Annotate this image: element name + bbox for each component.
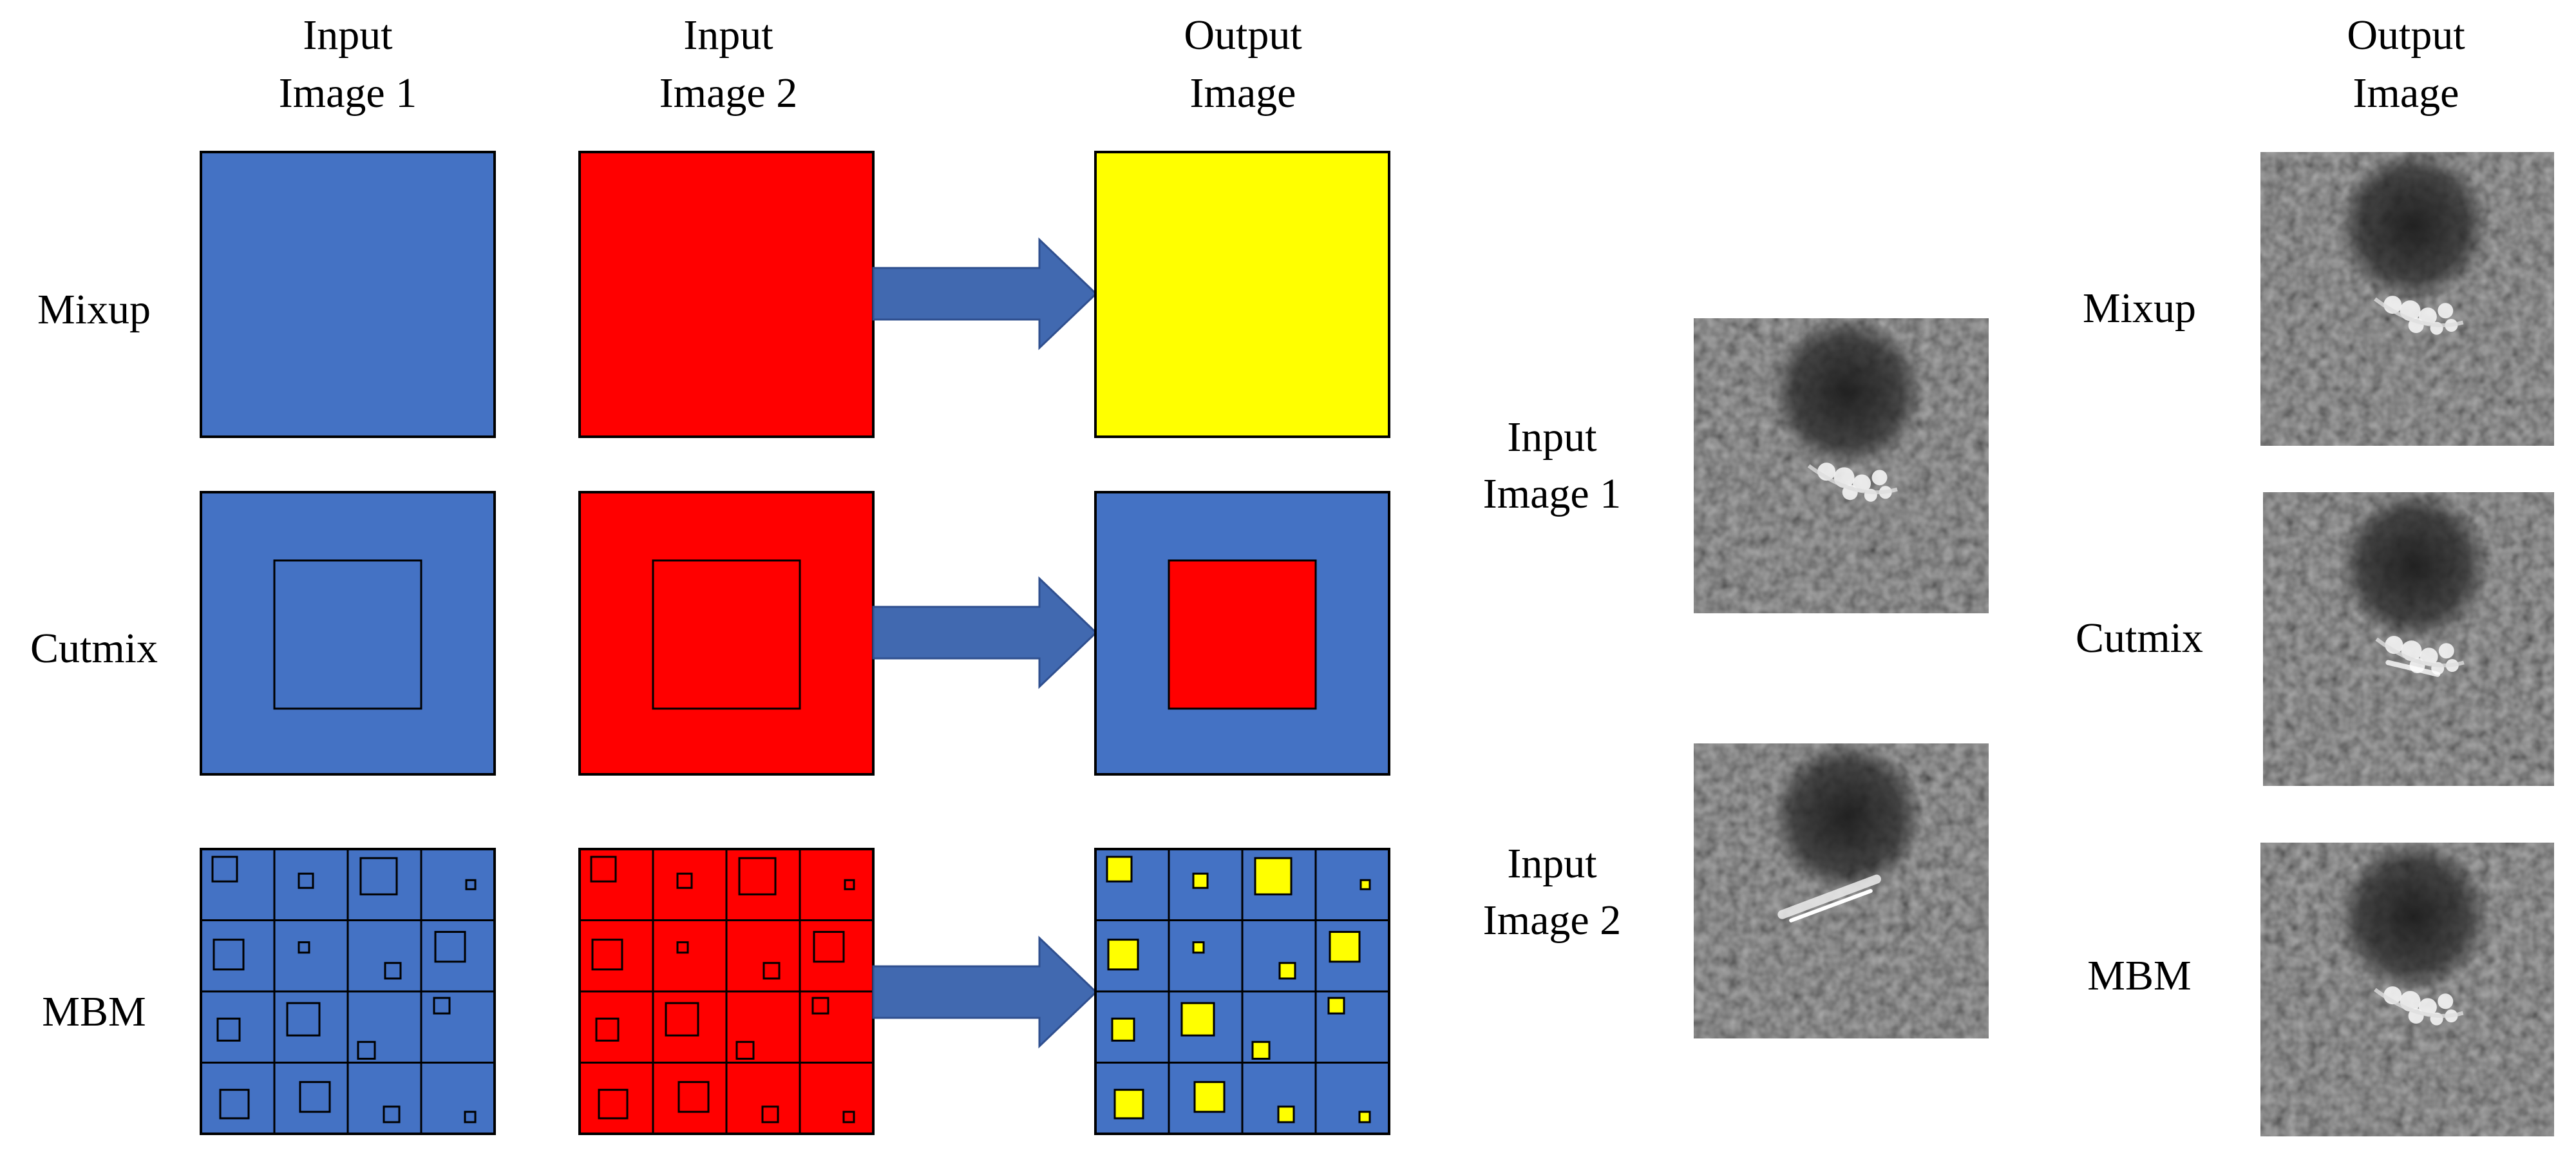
mbm-mask-box [298, 941, 310, 954]
svg-text:Image: Image [2353, 70, 2459, 117]
mbm-mask-box [665, 1002, 699, 1037]
mbm-mask-box [598, 1089, 629, 1120]
right-label-input-image-1: Input Image 1 [1483, 414, 1621, 517]
output-mbm [2260, 843, 2554, 1136]
left-header-output-image: Output Image [1184, 12, 1302, 117]
output-cutmix [2263, 492, 2554, 786]
right-row-label-mbm: MBM [2087, 952, 2191, 999]
cutmix-output-red-patch [1168, 559, 1317, 710]
mbm-mask-box [735, 1040, 755, 1060]
mixup-arrow [872, 237, 1098, 350]
mixup-output-image [1094, 151, 1390, 438]
mbm-mask-box [1113, 1089, 1144, 1120]
mbm-mask-box [299, 1081, 331, 1113]
mbm-mask-box [1193, 1081, 1226, 1113]
mbm-mask-box [1329, 931, 1361, 963]
mbm-mask-box [761, 1105, 779, 1124]
cutmix-arrow [872, 576, 1098, 689]
left-header-input-image-2: Input Image 2 [659, 12, 797, 117]
input-image-2 [1694, 743, 1989, 1038]
mbm-mask-box [211, 856, 238, 883]
row-label-mixup: Mixup [37, 286, 151, 333]
mbm-mask-box [464, 1111, 477, 1124]
svg-text:Image 1: Image 1 [279, 70, 417, 117]
svg-text:Image: Image [1190, 70, 1296, 117]
mbm-mask-box [434, 931, 466, 963]
mbm-mask-box [1180, 1002, 1215, 1037]
mbm-mask-box [813, 931, 845, 963]
mbm-mask-box [595, 1017, 620, 1042]
input-image-1 [1694, 318, 1989, 613]
cutmix-input-image-2 [578, 491, 875, 776]
mbm-mask-box [216, 1017, 241, 1042]
mbm-output-image [1094, 848, 1390, 1135]
mbm-mask-box [1254, 857, 1293, 895]
right-row-label-mixup: Mixup [2083, 285, 2196, 332]
mbm-mask-box [359, 857, 398, 895]
mbm-mask-box [213, 939, 245, 971]
mbm-mask-box [1359, 879, 1371, 890]
mbm-mask-box [811, 997, 829, 1015]
mbm-mask-box [591, 939, 623, 971]
mbm-mask-box [1277, 1105, 1295, 1124]
svg-text:Image 1: Image 1 [1483, 470, 1621, 517]
right-header-output-image: Output Image [2347, 12, 2465, 117]
mbm-input-image-2 [578, 848, 875, 1135]
mbm-mask-box [1192, 941, 1205, 954]
cutmix-input-image-1 [200, 491, 496, 776]
mbm-mask-box [1251, 1040, 1271, 1060]
mbm-mask-box [286, 1002, 321, 1037]
mbm-input-image-1 [200, 848, 496, 1135]
mbm-mask-box [762, 962, 781, 980]
cutmix-input-image-2-region [652, 559, 801, 710]
svg-text:Input: Input [1507, 840, 1596, 887]
mbm-arrow [872, 935, 1098, 1049]
row-label-cutmix: Cutmix [30, 625, 158, 672]
mbm-mask-box [1106, 856, 1133, 883]
mbm-mask-box [1107, 939, 1139, 971]
cutmix-input-image-1-region [273, 559, 422, 710]
svg-text:Input: Input [1507, 414, 1596, 461]
mbm-mask-box [433, 997, 451, 1015]
right-row-label-cutmix: Cutmix [2076, 615, 2203, 662]
mbm-mask-box [738, 857, 777, 895]
mbm-mask-box [1111, 1017, 1135, 1042]
mixup-input-image-2 [578, 151, 875, 438]
row-label-mbm: MBM [42, 988, 146, 1035]
mbm-mask-box [298, 872, 314, 889]
svg-text:Image 2: Image 2 [1483, 897, 1621, 944]
mixup-input-image-1 [200, 151, 496, 438]
right-label-input-image-2: Input Image 2 [1483, 840, 1621, 944]
mbm-mask-box [465, 879, 477, 890]
mbm-mask-box [1192, 872, 1209, 889]
svg-text:Input: Input [683, 12, 773, 59]
mbm-mask-box [676, 872, 693, 889]
mbm-mask-box [384, 962, 402, 980]
mbm-mask-box [590, 856, 617, 883]
mbm-mask-box [1278, 962, 1296, 980]
mbm-mask-box [357, 1040, 376, 1060]
mbm-mask-box [842, 1111, 855, 1124]
mbm-mask-box [676, 941, 689, 954]
svg-text:Input: Input [303, 12, 392, 59]
left-header-input-image-1: Input Image 1 [279, 12, 417, 117]
mbm-mask-box [383, 1105, 401, 1124]
mbm-mask-box [844, 879, 855, 890]
mbm-mask-box [1327, 997, 1345, 1015]
mbm-mask-box [219, 1089, 250, 1120]
svg-text:Output: Output [2347, 12, 2465, 59]
mbm-mask-box [1358, 1111, 1371, 1124]
output-mixup [2260, 152, 2554, 446]
svg-text:Image 2: Image 2 [659, 70, 797, 117]
svg-text:Output: Output [1184, 12, 1302, 59]
mbm-mask-box [677, 1081, 710, 1113]
